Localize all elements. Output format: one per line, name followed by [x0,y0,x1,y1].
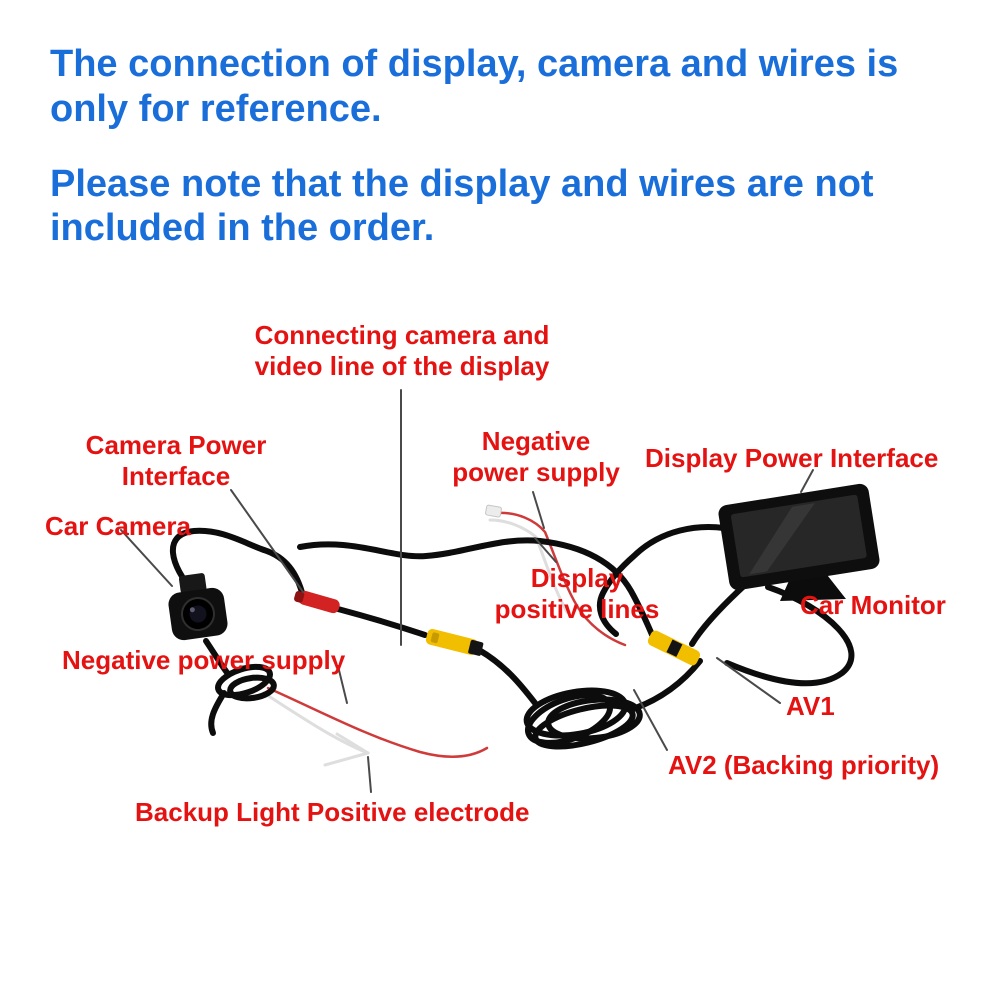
monitor-screen-glare [749,503,815,575]
rca-connector-yellow-1 [425,629,484,656]
leader-av2 [633,689,668,751]
car-camera-graphic [168,573,228,641]
power-connector-red [294,590,340,614]
label-backup-light-positive-electrode: Backup Light Positive electrode [135,797,530,827]
leader-negative-power-supply-top [532,491,545,529]
camera-to-red-connector-wire [261,547,306,599]
main-wire-coil [523,687,643,750]
label-car-camera: Car Camera [45,511,191,541]
left-wire-coil [215,663,277,702]
video-line-wire [297,537,656,640]
car-monitor-graphic [718,483,880,601]
leader-camera-power-interface [230,489,304,593]
rca-to-coil-wire [476,647,538,706]
label-connecting-camera-video: Connecting camera and video line of the … [254,320,550,381]
label-negative-power-supply-top: Negative power supply [452,426,620,487]
camera-lens-glint [189,607,195,613]
notice-line-1: The connection of display, camera and wi… [50,43,899,130]
label-negative-power-supply-left: Negative power supply [62,645,346,675]
leader-display-positive-lines [534,537,557,563]
red-connector-to-rca-wire [335,606,428,638]
camera-pigtail-wire [169,527,267,595]
label-av2: AV2 (Backing priority) [668,750,940,780]
camera-down-wire [203,638,231,677]
notice-line-2: Please note that the display and wires a… [50,162,874,250]
small-white-plug [485,504,502,518]
leader-backup-light [367,756,372,793]
red-wire-top [496,511,627,647]
leader-negative-power-supply-left [337,665,348,704]
coil-to-monitor-wire [627,658,703,713]
white-wire-fork-1 [335,732,370,755]
label-camera-power-interface: Camera Power Interface [85,430,267,491]
leader-display-power-interface [800,469,814,493]
monitor-power-cable [596,524,743,637]
label-av1: AV1 [786,691,835,721]
white-wire-bottom [262,691,370,755]
label-display-power-interface: Display Power Interface [645,443,939,473]
leader-av1 [716,657,781,704]
rca-connector-yellow-2 [647,630,701,666]
leader-car-camera [120,529,173,587]
notice: The connection of display, camera and wi… [50,42,980,281]
right-loop-wire [724,584,855,687]
monitor-video-cable [689,581,749,647]
white-wire-fork-2 [323,751,370,767]
label-display-positive-lines: Display positive lines [494,563,660,624]
camera-bracket [178,573,207,594]
label-car-monitor: Car Monitor [800,590,946,620]
left-coil-out-wire [208,690,227,736]
white-wire-top [488,518,569,614]
red-wire-bottom [266,686,489,758]
